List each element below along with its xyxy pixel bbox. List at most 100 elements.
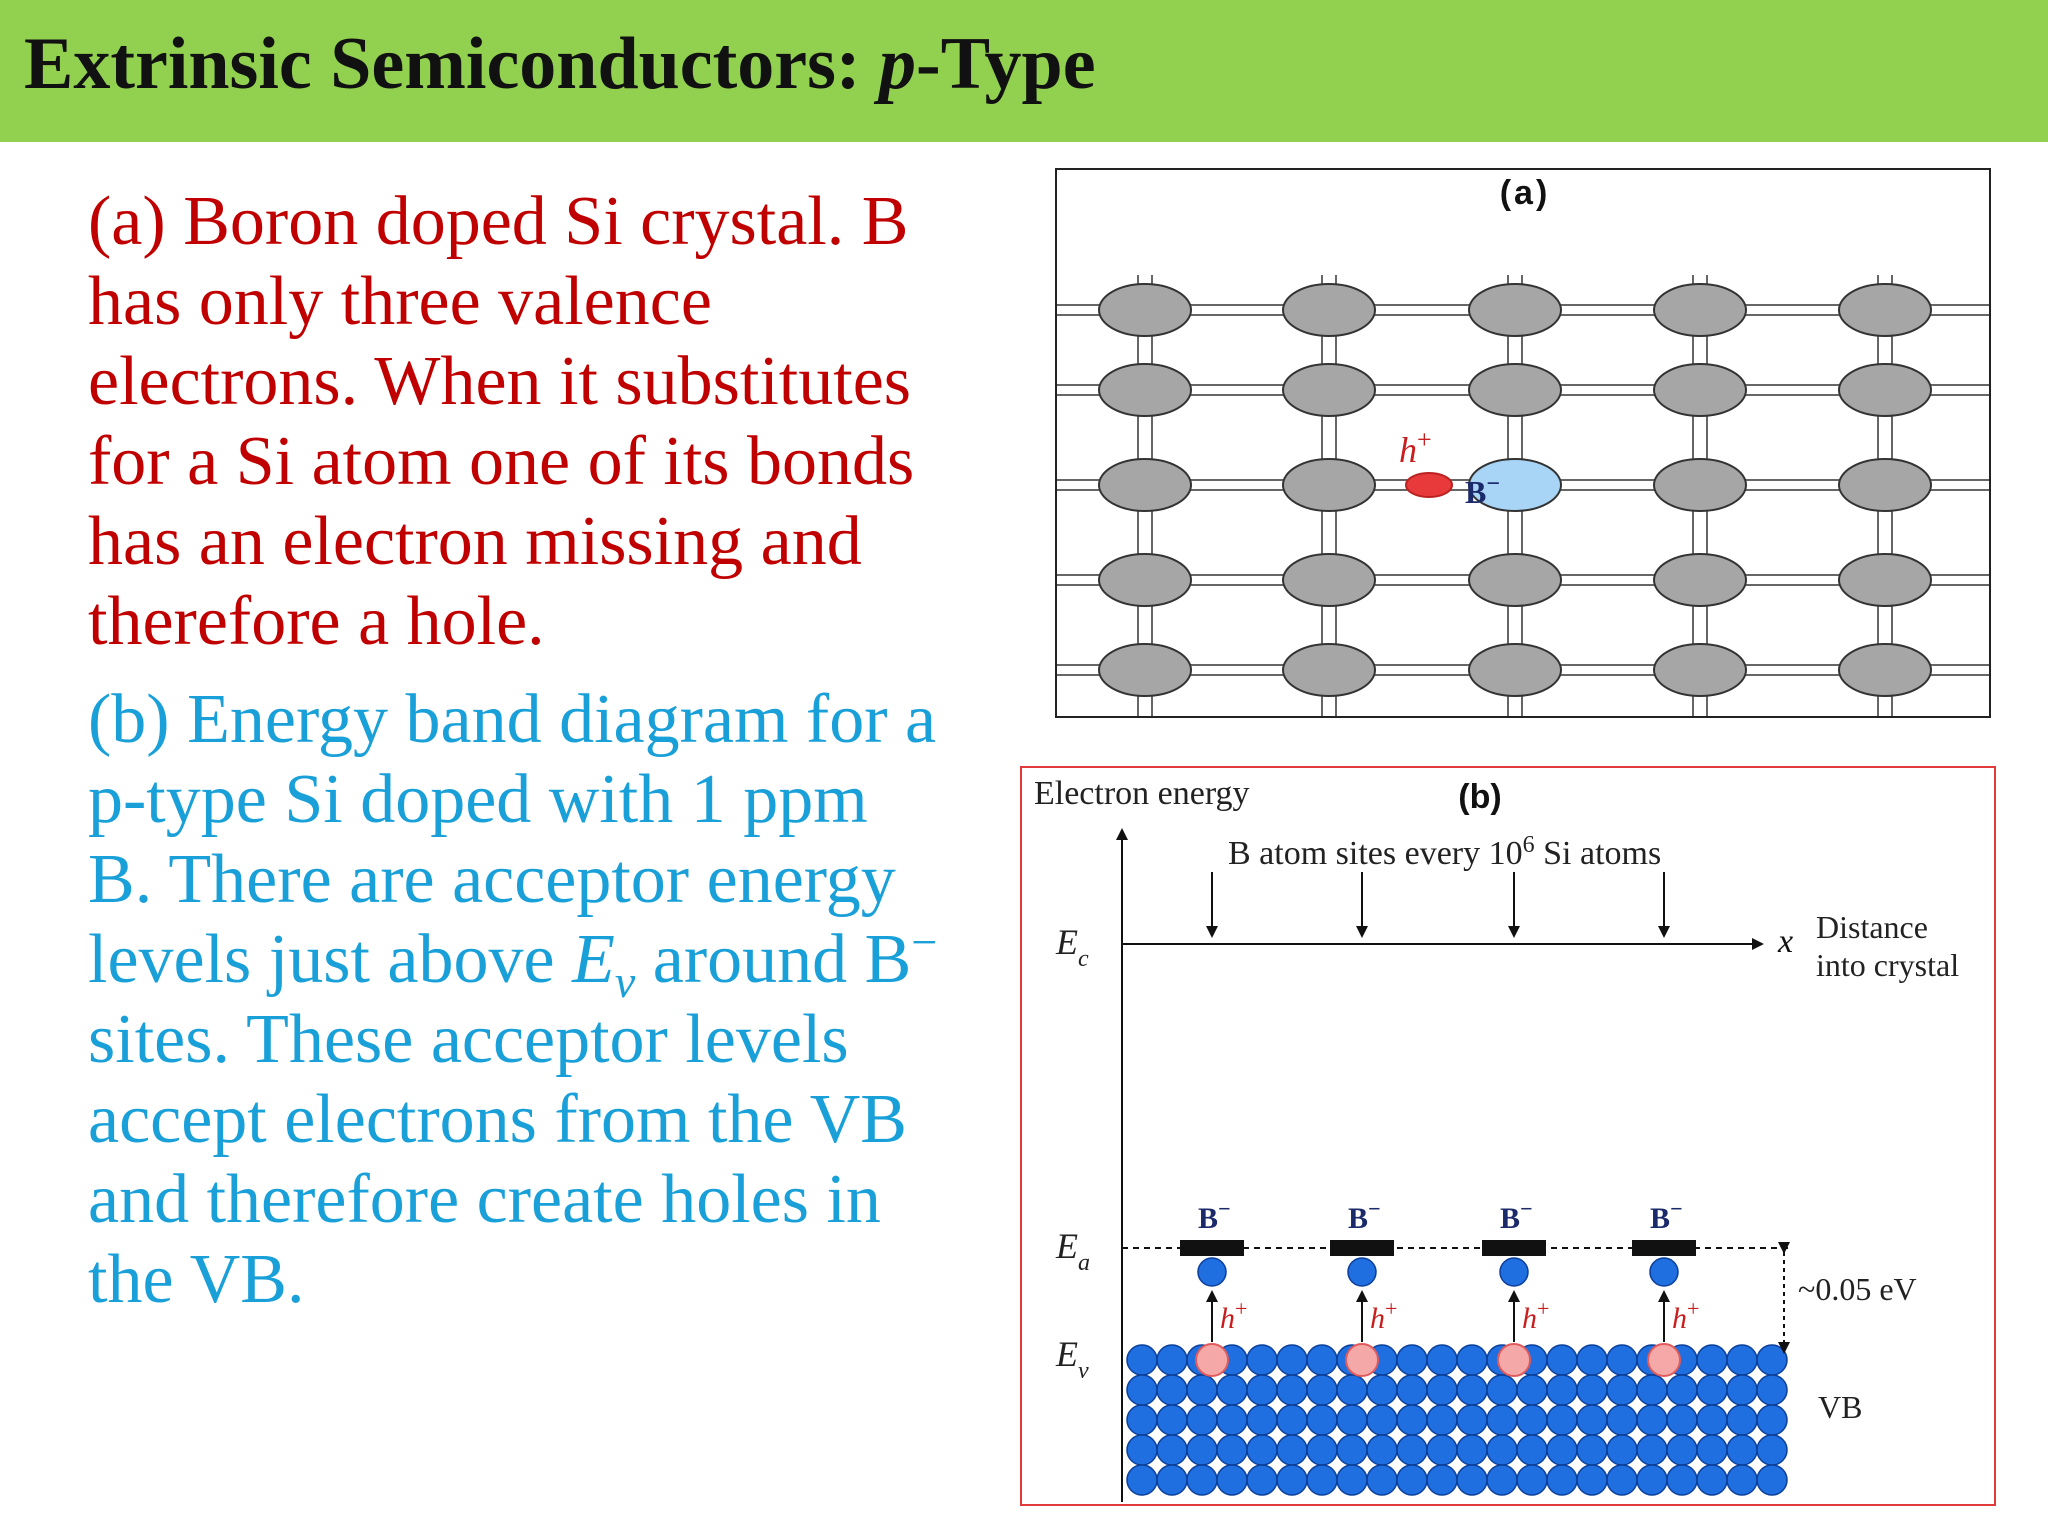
vb-electron — [1456, 1464, 1488, 1496]
vb-electron — [1276, 1434, 1308, 1466]
paragraph-b-line: B. There are acceptor energy — [88, 841, 896, 918]
sites-label: B atom sites every 106 Si atoms — [1228, 832, 1661, 872]
paragraph-b-text: around B — [635, 921, 912, 998]
hole-h: h — [1522, 1302, 1537, 1335]
vb-electron — [1276, 1404, 1308, 1436]
vb-electron — [1456, 1404, 1488, 1436]
vb-electron — [1216, 1374, 1248, 1406]
silicon-atom — [1838, 363, 1932, 417]
figure-b-band-diagram: B−h+B−h+B−h+B−h+ (b) Electron energy B a… — [1020, 766, 1996, 1506]
hole-label: h+ — [1672, 1296, 1699, 1335]
silicon-atom — [1838, 553, 1932, 607]
vb-electron — [1426, 1344, 1458, 1376]
silicon-atom — [1838, 643, 1932, 697]
acceptor-level — [1330, 1240, 1394, 1256]
sites-label-exponent: 6 — [1523, 832, 1535, 858]
vb-electron — [1666, 1434, 1698, 1466]
vb-electron — [1486, 1404, 1518, 1436]
vb-electron — [1576, 1464, 1608, 1496]
vb-electron — [1486, 1464, 1518, 1496]
vb-electron — [1396, 1464, 1428, 1496]
band-svg: B−h+B−h+B−h+B−h+ (b) Electron energy B a… — [1034, 775, 1959, 1502]
vb-electron — [1426, 1434, 1458, 1466]
vb-electron — [1576, 1434, 1608, 1466]
boron-b: B — [1465, 474, 1486, 510]
vb-electron — [1696, 1434, 1728, 1466]
vb-electron — [1156, 1434, 1188, 1466]
ev-symbol: E — [572, 921, 615, 998]
vb-electron — [1636, 1404, 1668, 1436]
vb-electron — [1726, 1374, 1758, 1406]
hole-h: h — [1220, 1302, 1235, 1335]
vb-electron — [1516, 1464, 1548, 1496]
vb-electron — [1456, 1434, 1488, 1466]
vb-electron — [1696, 1464, 1728, 1496]
vb-electron — [1156, 1374, 1188, 1406]
vb-electron — [1186, 1464, 1218, 1496]
vb-electron — [1696, 1374, 1728, 1406]
vb-electron — [1546, 1344, 1578, 1376]
energy-gap-label: ~0.05 eV — [1798, 1271, 1917, 1307]
vb-electron — [1156, 1464, 1188, 1496]
vb-electron — [1156, 1344, 1188, 1376]
vb-electron — [1246, 1344, 1278, 1376]
paragraph-b-line: the VB. — [88, 1241, 305, 1318]
vb-electron — [1306, 1404, 1338, 1436]
ec-subscript: c — [1078, 946, 1089, 972]
vb-electron — [1756, 1404, 1788, 1436]
vb-electron — [1186, 1404, 1218, 1436]
vb-electron — [1126, 1464, 1158, 1496]
vb-electron — [1276, 1464, 1308, 1496]
acceptor-label: B− — [1650, 1196, 1683, 1235]
vb-electron — [1636, 1374, 1668, 1406]
paragraph-b-line: levels just above Ev around B− — [88, 919, 1008, 1004]
title-main-text: Extrinsic Semiconductors: — [24, 23, 880, 105]
hole-marker — [1405, 472, 1453, 498]
vb-electron — [1246, 1464, 1278, 1496]
ev-subscript: v — [614, 956, 636, 1007]
vb-electron — [1426, 1404, 1458, 1436]
ec-label: Ec — [1055, 922, 1089, 972]
vb-electron — [1306, 1344, 1338, 1376]
acceptor-minus: − — [1218, 1196, 1231, 1221]
vb-electron — [1306, 1374, 1338, 1406]
acceptor-b: B — [1500, 1202, 1520, 1235]
ea-subscript: a — [1078, 1250, 1090, 1276]
x-symbol: x — [1777, 923, 1793, 960]
lattice-atoms — [1098, 283, 1932, 697]
paragraph-b-line: accept electrons from the VB — [88, 1081, 907, 1158]
vb-electron — [1456, 1344, 1488, 1376]
vb-electron — [1336, 1464, 1368, 1496]
vb-electron — [1216, 1404, 1248, 1436]
vb-electron — [1666, 1374, 1698, 1406]
vb-electron — [1486, 1374, 1518, 1406]
silicon-atom — [1098, 553, 1192, 607]
vb-electron — [1756, 1374, 1788, 1406]
silicon-atom — [1653, 283, 1747, 337]
vb-electron — [1126, 1374, 1158, 1406]
vb-electron — [1576, 1344, 1608, 1376]
vb-electron — [1756, 1434, 1788, 1466]
y-axis-label: Electron energy — [1034, 775, 1250, 812]
vb-hole — [1345, 1343, 1379, 1377]
hole-label: h+ — [1522, 1296, 1549, 1335]
vb-electron — [1546, 1464, 1578, 1496]
vb-electron — [1366, 1434, 1398, 1466]
vb-electron — [1366, 1404, 1398, 1436]
vb-electron — [1216, 1464, 1248, 1496]
hole-plus: + — [1687, 1296, 1699, 1321]
vb-electron — [1696, 1344, 1728, 1376]
vb-electron — [1276, 1344, 1308, 1376]
paragraph-b-line: sites. These acceptor levels — [88, 1001, 849, 1078]
vb-electron — [1216, 1434, 1248, 1466]
vb-hole — [1647, 1343, 1681, 1377]
slide-title: Extrinsic Semiconductors: p-Type — [24, 20, 1096, 108]
vb-electron — [1366, 1464, 1398, 1496]
silicon-atom — [1653, 458, 1747, 512]
vb-electron — [1306, 1434, 1338, 1466]
captured-electron — [1499, 1257, 1529, 1287]
vb-electron — [1486, 1434, 1518, 1466]
ea-symbol: E — [1055, 1226, 1078, 1266]
paragraph-a-line: (a) Boron doped Si crystal. B — [88, 183, 909, 260]
